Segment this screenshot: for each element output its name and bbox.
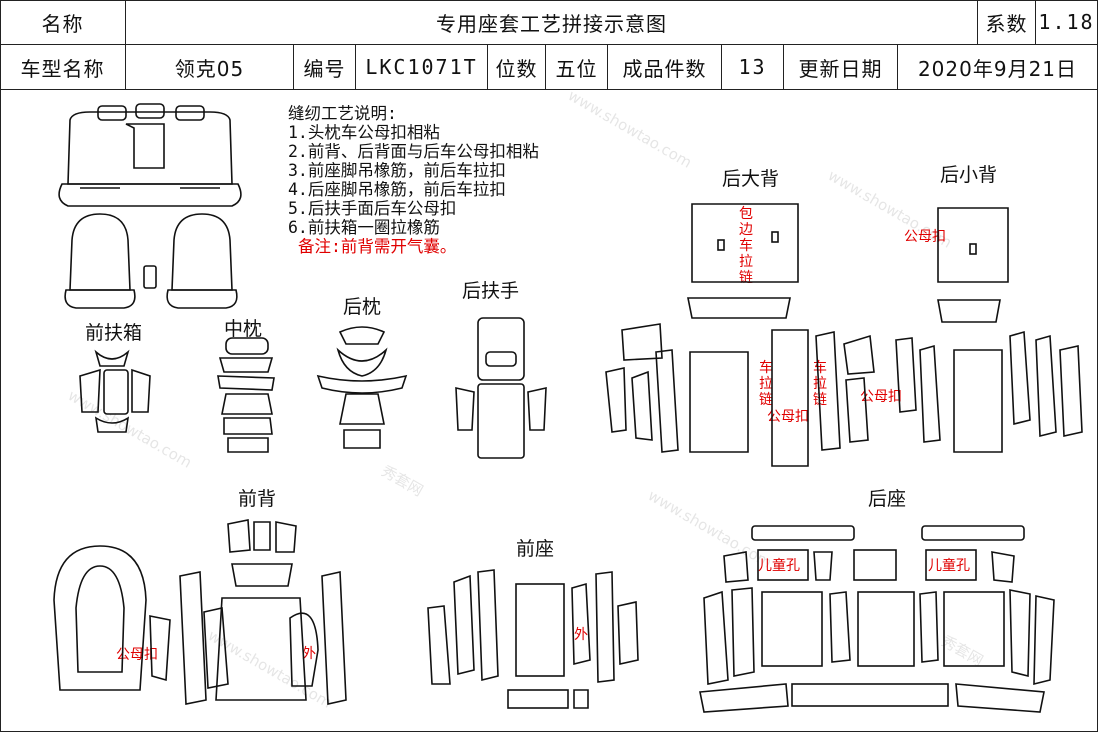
sheet-title: 专用座套工艺拼接示意图 [126, 0, 978, 45]
pattern-pieces-drawing [53, 103, 1083, 713]
pieces-label: 成品件数 [608, 45, 722, 90]
front-seat-pieces [427, 569, 639, 709]
code-label: 编号 [294, 45, 356, 90]
label-front-back: 前背 [238, 488, 277, 510]
label-front-seat: 前座 [516, 538, 555, 560]
annot-child-hole-right: 儿童孔 [928, 558, 970, 574]
model-label: 车型名称 [0, 45, 126, 90]
middle-headrest-pieces [217, 337, 275, 453]
coef-label: 系数 [978, 0, 1036, 45]
rear-seat-pieces [699, 525, 1055, 713]
note-item: 1.头枕车公母扣相粘 [288, 123, 440, 142]
sewing-notes: 缝纫工艺说明: 1.头枕车公母扣相粘 2.前背、后背面与后车公母扣相粘 3.前座… [288, 104, 539, 256]
note-remark: 备注:前背需开气囊。 [298, 237, 457, 256]
annot-big-back-snap: 公母扣 [767, 409, 809, 425]
code-value: LKC1071T [356, 45, 488, 90]
notes-title: 缝纫工艺说明: [288, 104, 397, 123]
annot-child-hole-left: 儿童孔 [758, 558, 800, 574]
note-item: 3.前座脚吊橡筋，前后车拉扣 [288, 161, 506, 180]
annot-front-back-snap: 公母扣 [116, 647, 158, 663]
label-front-armrest-box: 前扶箱 [85, 322, 143, 344]
note-item: 6.前扶箱一圈拉橡筋 [288, 218, 440, 237]
rear-armrest-pieces [455, 317, 547, 459]
rear-small-back-pieces [895, 207, 1083, 453]
label-rear-armrest: 后扶手 [462, 280, 520, 302]
label-rear-big-back: 后大背 [722, 168, 780, 190]
seats-label: 位数 [488, 45, 546, 90]
front-armrest-box-pieces [79, 349, 151, 433]
rear-big-back-pieces [605, 203, 875, 467]
annot-front-seat-outer: 外 [574, 627, 588, 643]
annot-rear-snap: 公母扣 [860, 389, 902, 405]
front-seat-thumbnails [64, 213, 238, 309]
note-item: 2.前背、后背面与后车公母扣相粘 [288, 142, 539, 161]
model-value: 领克05 [126, 45, 294, 90]
annot-small-back-snap: 公母扣 [904, 229, 946, 245]
note-item: 4.后座脚吊橡筋，前后车拉扣 [288, 180, 506, 199]
date-label: 更新日期 [784, 45, 898, 90]
rear-bench-thumbnail [58, 103, 242, 207]
pieces-value: 13 [722, 45, 784, 90]
rear-headrest-pieces [316, 326, 408, 449]
header-table: 名称 专用座套工艺拼接示意图 系数 1.18 车型名称 领克05 编号 LKC1… [0, 0, 1098, 90]
label-middle-headrest: 中枕 [224, 318, 263, 340]
name-label: 名称 [0, 0, 126, 45]
seats-value: 五位 [546, 45, 608, 90]
note-item: 5.后扶手面后车公母扣 [288, 199, 457, 218]
label-rear-headrest: 后枕 [343, 296, 382, 318]
date-value: 2020年9月21日 [898, 45, 1098, 90]
coef-value: 1.18 [1036, 0, 1098, 45]
front-back-pieces [53, 519, 347, 705]
label-rear-seat: 后座 [868, 488, 907, 510]
annot-front-back-outer: 外 [302, 646, 316, 662]
annot-zipper-left: 车拉链 [759, 360, 773, 408]
label-rear-small-back: 后小背 [940, 164, 998, 186]
